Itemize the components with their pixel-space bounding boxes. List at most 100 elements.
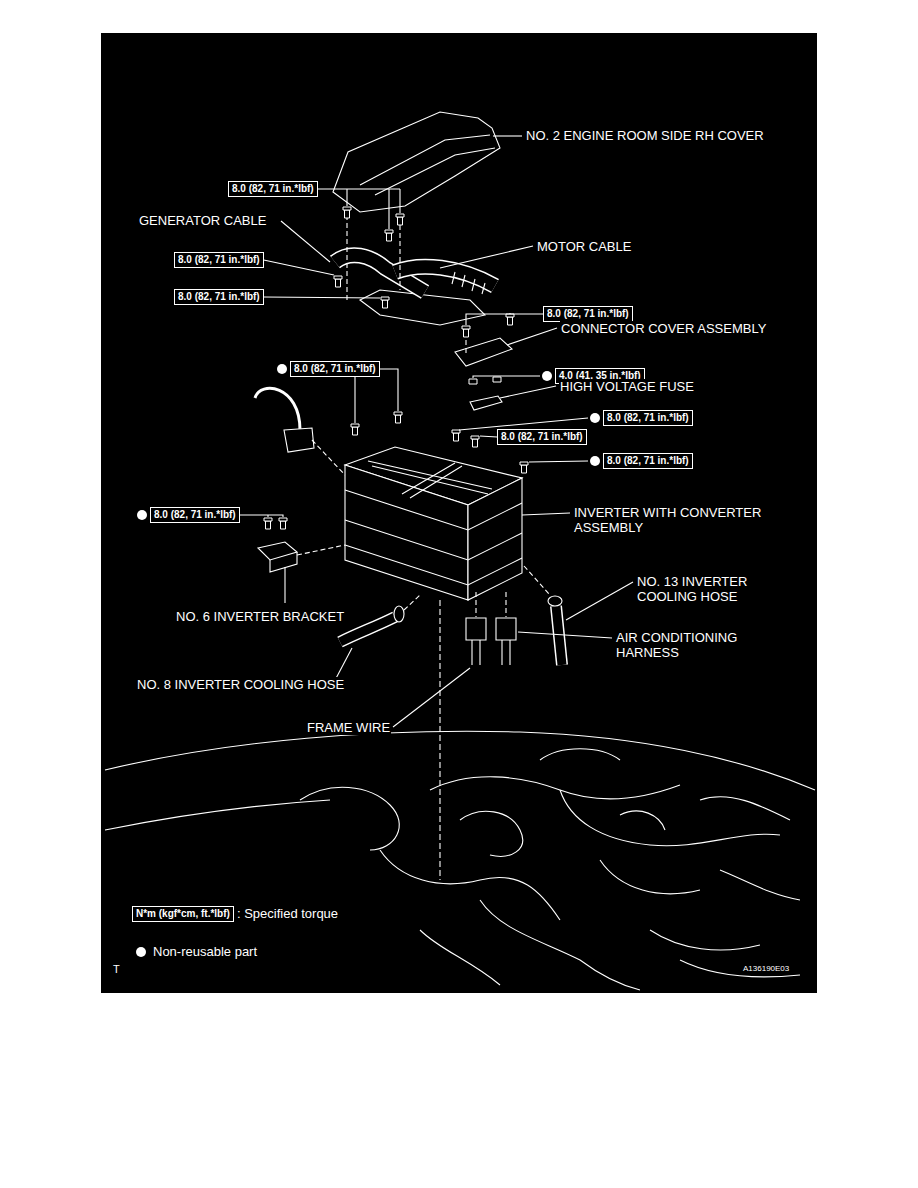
part-name: NO. 6 INVERTER BRACKET bbox=[175, 609, 345, 624]
high-voltage-fuse bbox=[470, 396, 502, 410]
bolt bbox=[452, 430, 460, 441]
legend-torque-box: N*m (kgf*cm, ft.*lbf) bbox=[132, 906, 234, 922]
bolt bbox=[279, 518, 287, 529]
assembly-line bbox=[312, 440, 345, 475]
figure-code: A136190E03 bbox=[742, 963, 790, 975]
leader-line bbox=[466, 314, 543, 325]
nut bbox=[493, 377, 501, 382]
engine-compartment bbox=[105, 731, 815, 990]
torque-box: 8.0 (82, 71 in.*lbf) bbox=[603, 453, 693, 469]
cable-ribs bbox=[452, 272, 485, 294]
illustration-part bbox=[650, 930, 760, 950]
leader-line bbox=[399, 189, 400, 213]
leader-line bbox=[500, 386, 556, 398]
fasteners bbox=[264, 207, 528, 529]
part-name: GENERATOR CABLE bbox=[138, 213, 267, 228]
torque-box: 8.0 (82, 71 in.*lbf) bbox=[290, 361, 380, 377]
illustration-part bbox=[620, 811, 665, 830]
leader-line bbox=[473, 376, 540, 378]
illustration-part bbox=[300, 787, 399, 850]
inverter-bracket bbox=[270, 552, 297, 572]
non-reusable-dot bbox=[590, 456, 600, 466]
illustration-part bbox=[680, 960, 800, 977]
torque-box: 8.0 (82, 71 in.*lbf) bbox=[150, 507, 240, 523]
assembly-line bbox=[297, 545, 345, 555]
assembly-line bbox=[347, 215, 466, 355]
illustration-part bbox=[720, 870, 800, 900]
leader-line bbox=[518, 632, 612, 638]
bolt bbox=[394, 412, 402, 423]
leader-line bbox=[284, 567, 285, 603]
leader-line bbox=[493, 135, 522, 136]
torque-value: 8.0 (82, 71 in.*lbf) bbox=[154, 509, 236, 521]
torque-box: 8.0 (82, 71 in.*lbf) bbox=[174, 252, 264, 268]
leader-line bbox=[522, 513, 570, 515]
assembly-line bbox=[476, 592, 506, 617]
leader-line bbox=[267, 515, 268, 517]
inverter-x bbox=[402, 463, 462, 498]
bolt bbox=[396, 214, 404, 225]
illustration-part bbox=[420, 930, 500, 985]
leader-line bbox=[480, 436, 497, 437]
illustration-part bbox=[430, 777, 680, 799]
leader-line bbox=[507, 328, 557, 345]
torque-box: 8.0 (82, 71 in.*lbf) bbox=[228, 181, 318, 197]
non-reusable-dot bbox=[137, 510, 147, 520]
part-name: HIGH VOLTAGE FUSE bbox=[559, 379, 695, 394]
motor-cable bbox=[395, 267, 495, 286]
engine-room-cover bbox=[333, 112, 500, 212]
black-frame bbox=[101, 33, 817, 993]
illustration-part bbox=[105, 731, 815, 790]
torque-box: 8.0 (82, 71 in.*lbf) bbox=[174, 289, 264, 305]
leader-line bbox=[529, 461, 588, 462]
torque-value: 8.0 (82, 71 in.*lbf) bbox=[232, 183, 314, 195]
part-name: NO. 8 INVERTER COOLING HOSE bbox=[136, 677, 345, 692]
non-reusable-dot bbox=[542, 371, 552, 381]
illustration-part bbox=[700, 797, 790, 820]
page-mark: T bbox=[112, 963, 121, 975]
inverter-side bbox=[468, 478, 522, 600]
bolt bbox=[381, 297, 389, 308]
torque-value: 8.0 (82, 71 in.*lbf) bbox=[294, 363, 376, 375]
part-name: FRAME WIRE bbox=[306, 720, 391, 735]
leader-line bbox=[318, 188, 400, 189]
part-name: INVERTER WITH CONVERTER ASSEMBLY bbox=[573, 505, 780, 535]
leader-line bbox=[380, 369, 398, 411]
illustration-part bbox=[600, 860, 700, 894]
hose-clamp bbox=[548, 596, 562, 606]
illustration-part bbox=[460, 811, 523, 856]
legend-text: : Specified torque bbox=[237, 906, 338, 921]
torque-value: N*m (kgf*cm, ft.*lbf) bbox=[136, 908, 230, 920]
bolt bbox=[264, 518, 272, 529]
inverter-bracket bbox=[258, 542, 297, 560]
ac-harness-plug bbox=[496, 618, 516, 640]
bolt bbox=[385, 230, 393, 241]
leader-line bbox=[354, 377, 355, 423]
legend-entry: Non-reusable part bbox=[153, 944, 257, 959]
part-name: NO. 2 ENGINE ROOM SIDE RH COVER bbox=[525, 128, 765, 143]
illustration-part bbox=[480, 900, 640, 990]
torque-value: 8.0 (82, 71 in.*lbf) bbox=[547, 308, 629, 320]
cover-ridge bbox=[360, 135, 490, 185]
leader-line bbox=[264, 297, 380, 298]
part-name: MOTOR CABLE bbox=[536, 239, 632, 254]
cover-ridge bbox=[375, 148, 495, 195]
connector-wire bbox=[255, 388, 300, 430]
hose-clamp bbox=[394, 606, 404, 622]
non-reusable-dot bbox=[277, 364, 287, 374]
part-name: CONNECTOR COVER ASSEMBLY bbox=[560, 321, 767, 336]
non-reusable-dot bbox=[590, 413, 600, 423]
bolt bbox=[520, 462, 528, 473]
torque-box: 8.0 (82, 71 in.*lbf) bbox=[603, 410, 693, 426]
cooling-hose-fill bbox=[556, 606, 562, 665]
leader-line bbox=[509, 313, 510, 314]
torque-value: 8.0 (82, 71 in.*lbf) bbox=[178, 291, 260, 303]
leader-line bbox=[393, 668, 470, 727]
bolt bbox=[343, 207, 351, 218]
leader-line bbox=[240, 515, 283, 517]
non-reusable-dot bbox=[136, 947, 146, 957]
